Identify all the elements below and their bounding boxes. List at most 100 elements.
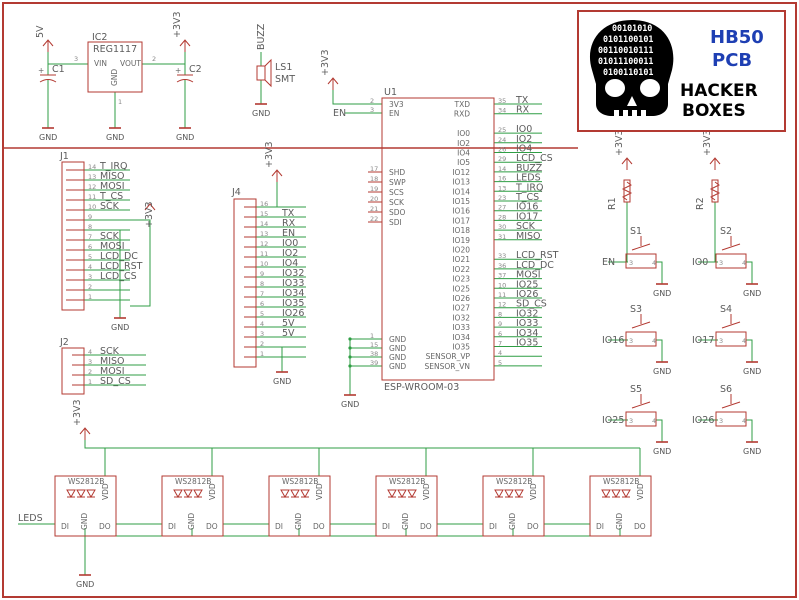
gnd-label: GND [273,377,291,386]
j4-pin-num: 12 [260,240,268,248]
u1-right-label: IO0 [457,129,470,138]
led-di: DI [489,522,497,531]
u1-left-num: 15 [370,341,378,349]
switch-pin-num: 4 [742,417,746,425]
u1-right-net: SCK [516,221,536,232]
led-net: LEDS [18,513,43,524]
j1-pin-label: LCD_RST [100,261,143,272]
switch-name: S6 [720,384,732,395]
u1-right-net: LCD_DC [516,260,554,271]
switch-pin-num: 3 [719,337,723,345]
u1-left-num: 18 [370,175,378,183]
gnd-label: GND [252,109,270,118]
logo-binary-2: 0101100101 [603,34,653,44]
u1-right-num: 29 [498,155,506,163]
u1-right-label: IO27 [452,304,470,313]
j1-pin-num: 1 [88,293,92,301]
buzz-net: BUZZ [256,23,267,50]
switch-name: S4 [720,304,732,315]
u1-right-label: IO23 [452,275,470,284]
led-body [54,475,117,537]
u1-en-net: EN [333,108,346,119]
u1-right-net: T_IRQ [515,182,543,193]
wires [18,52,753,575]
switch-pin-num: 3 [719,259,723,267]
j2-pin-label: MISO [100,356,125,367]
switch-lever [631,243,651,251]
u1-right-label: IO32 [452,313,470,322]
switch-pin-num: 4 [742,337,746,345]
j2-body [61,347,85,395]
switch-gnd-wire [656,339,663,362]
u1-right-net: RX [516,105,530,116]
u1-right-net: LCD_CS [516,153,553,164]
ic2-name: IC2 [92,32,107,43]
switch-pin-num: 4 [742,259,746,267]
led-di: DI [275,522,283,531]
led-diode [611,489,621,499]
j4-pin-label: TX [281,208,295,219]
u1-right-net: MISO [516,231,541,242]
u1-right-label: RXD [454,110,470,119]
switch-pin-num: 4 [652,337,656,345]
u1-left-num: 19 [370,185,378,193]
switch-lever [721,321,741,329]
u1-left-num: 3 [370,106,374,114]
u1-right-label: IO35 [452,343,470,352]
j1-pin-label: LCD_DC [100,251,138,262]
j4-pin-num: 3 [260,330,264,338]
switch-pin-num: 3 [629,337,633,345]
u1-right-label: IO34 [452,333,470,342]
j4-pin-num: 8 [260,280,264,288]
j1-pin-num: 4 [88,263,92,271]
led-diode [280,489,290,499]
logo-title: HB50 [710,27,764,48]
skull-icon [589,20,674,116]
led-vdd-pin: VDD [208,483,217,500]
u1-right-label: SENSOR_VN [425,362,470,371]
u1-left-num: 20 [370,195,378,203]
led-diode [621,489,631,499]
u1-right-num: 10 [498,281,506,289]
logo-brand-line1: HACKER [680,81,758,101]
u1-right-net: IO25 [516,279,538,290]
j1-pin-label: T_CS [99,191,123,202]
u1-right-label: IO5 [457,158,470,167]
u1-right-num: 37 [498,272,506,280]
u1-right-label: SENSOR_VP [426,352,471,361]
led-vdd-pin: VDD [636,483,645,500]
led-diode [514,489,524,499]
logo-binary-1: 00101010 [612,23,652,33]
led-body [268,475,331,537]
led-diode [86,489,96,499]
led-body [375,475,438,537]
switch-gnd-wire [656,419,663,442]
u1-left-label: GND [389,353,406,362]
u1-left-num: 39 [370,359,378,367]
j1-pin-num: 3 [88,273,92,281]
parts [39,39,758,576]
resistor-zigzag [709,181,721,201]
led-do: DO [634,522,646,531]
led-gnd-pin: GND [508,513,517,530]
j4-pin-label: IO34 [282,288,304,299]
u1-right-num: 27 [498,204,506,212]
u1-left-label: GND [389,362,406,371]
j2-name: J2 [59,337,69,348]
j1-pin-label: SCK [100,201,120,212]
u1-value: ESP-WROOM-03 [384,382,459,393]
led-diode [173,489,183,499]
ic2-pin3: 3 [74,55,78,63]
u1-left-label: GND [389,335,406,344]
j1-pin-num: 10 [88,203,96,211]
switch-pin-num: 3 [629,259,633,267]
supply-label: +3V3 [320,49,331,76]
j4-pin-label: IO0 [282,238,298,249]
u1-right-num: 14 [498,165,506,173]
j4-pin-num: 1 [260,350,264,358]
u1-left-label: SDI [389,218,402,227]
led-body [161,475,224,537]
j4-pin-label: 5V [282,328,295,339]
u1-right-num: 11 [498,291,506,299]
